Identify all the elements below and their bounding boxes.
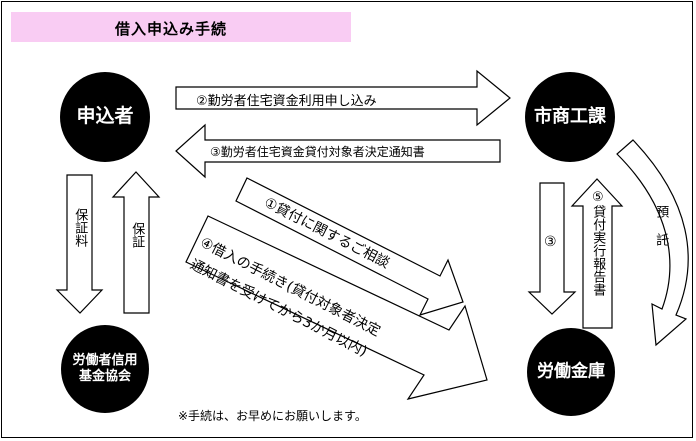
title-banner <box>11 12 351 42</box>
page-title: 借入申込み手続 <box>115 20 228 38</box>
report-arrow <box>570 178 624 329</box>
notify-arrow-label: ③勤労者住宅資金貸付対象者決定通知書 <box>210 145 425 159</box>
apply-arrow-label: ②勤労者住宅資金利用申し込み <box>196 94 377 109</box>
consult-arrow <box>235 177 464 316</box>
guarantee-assoc-label-line2: 基金協会 <box>78 369 132 384</box>
guarantee-label: 保証 <box>129 222 145 248</box>
deposit-label: 預 託 <box>653 205 669 246</box>
applicant-node <box>60 72 150 162</box>
guarantee-fee-arrow <box>55 174 104 314</box>
applicant-label: 申込者 <box>76 105 134 128</box>
guarantee-assoc-label-line1: 労働者信用 <box>72 352 138 368</box>
bank-node <box>527 328 615 416</box>
procedure-arrow <box>185 215 488 400</box>
notify-arrow <box>175 123 501 179</box>
guarantee-fee-label: 保証料 <box>72 208 88 247</box>
city-to-bank-arrow <box>527 182 577 315</box>
guarantee-arrow <box>111 171 161 314</box>
city-to-bank-label: ③ <box>544 234 557 250</box>
guarantee-assoc-node <box>61 325 149 413</box>
apply-arrow <box>175 69 511 127</box>
guarantee-assoc-label: 労働者信用 基金協会 <box>72 353 137 386</box>
report-label: ⑤貸付実行報告書 <box>590 190 606 296</box>
bank-label: 労働金庫 <box>537 361 605 382</box>
deposit-arrow <box>616 139 689 347</box>
city-office-node <box>525 72 615 162</box>
footnote: ※手続は、お早めにお願いします。 <box>178 409 367 423</box>
city-office-label: 市商工課 <box>534 105 606 127</box>
